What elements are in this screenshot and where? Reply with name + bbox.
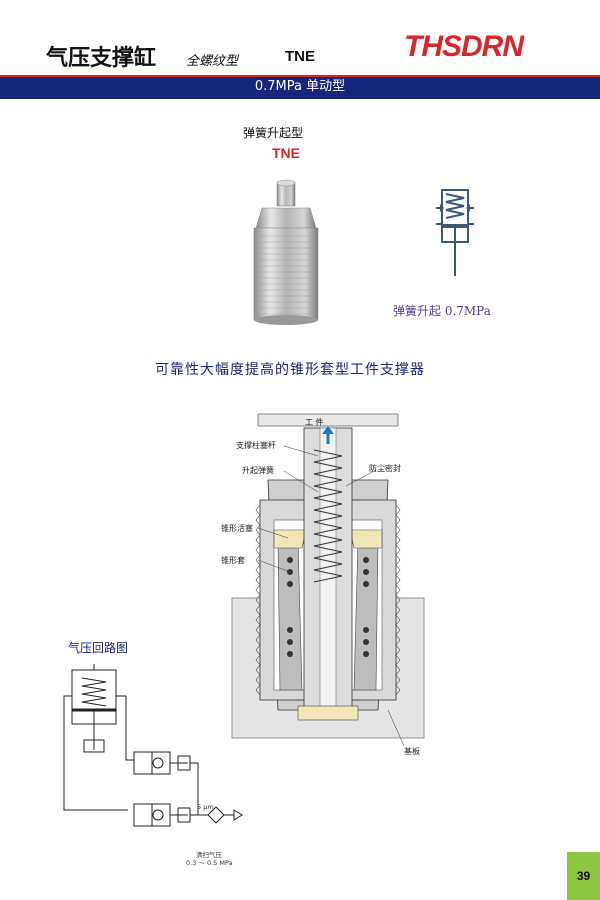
- label-base: 基板: [404, 747, 420, 756]
- page-number: 39: [567, 852, 600, 900]
- supply-label: 清扫气压: [196, 851, 222, 859]
- spec-bar-text: 0.7MPa 单动型: [254, 79, 346, 94]
- spring-cylinder-symbol: [436, 189, 474, 276]
- label-dust-seal: 防尘密封: [369, 464, 401, 473]
- cross-section-diagram: [231, 413, 425, 747]
- label-lift-spring: 升起弹簧: [242, 466, 274, 475]
- filter-label: 5 μm: [197, 803, 214, 811]
- label-support-rod: 支撑柱塞杆: [236, 441, 276, 450]
- circuit-heading: 气压回路图: [68, 641, 129, 655]
- label-cone-sleeve: 锥形套: [221, 556, 245, 565]
- pneumatic-circuit-diagram: [63, 664, 243, 827]
- label-cone-piston: 锥形活塞: [221, 524, 253, 533]
- page-subtitle: 全螺纹型: [186, 54, 239, 69]
- symbol-caption: 弹簧升起 0.7MPa: [393, 304, 491, 318]
- label-workpiece: 工 件: [305, 418, 324, 427]
- product-model-caption: TNE: [272, 145, 300, 161]
- product-type-caption: 弹簧升起型: [243, 126, 304, 140]
- spec-bar: [0, 75, 600, 99]
- supply-range: 0.3 ～ 0.5 MPa: [186, 859, 233, 867]
- product-photo: [253, 179, 319, 325]
- section-heading: 可靠性大幅度提高的锥形套型工件支撑器: [155, 362, 425, 378]
- model-code: TNE: [285, 48, 315, 65]
- page-title: 气压支撑缸: [46, 46, 157, 71]
- brand-logo: THSDRN: [404, 30, 524, 63]
